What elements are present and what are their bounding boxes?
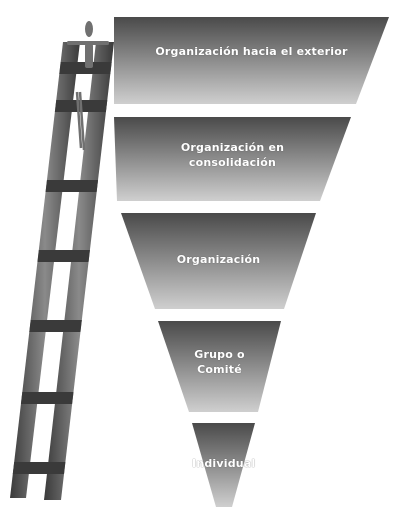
- level-label-organizacion: Organización: [121, 252, 316, 267]
- level-line: Organización en: [180, 141, 285, 154]
- level-label-individual: Individual: [192, 456, 255, 471]
- band-organizacion-exterior: [114, 17, 389, 104]
- level-line: Organización hacia el exterior: [155, 45, 348, 58]
- ladder-rung: [59, 62, 112, 74]
- person-climbing-icon: [67, 21, 109, 151]
- level-line: Comité: [197, 363, 242, 376]
- ladder-rungs: [12, 62, 112, 474]
- ladder-rung: [12, 462, 66, 474]
- level-line: consolidación: [188, 156, 277, 169]
- level-line: Grupo o: [194, 348, 245, 361]
- ladder-rung: [20, 392, 74, 404]
- ladder-rung: [37, 250, 90, 262]
- inverted-pyramid: [114, 17, 389, 507]
- person-body: [85, 44, 93, 68]
- band-grupo-comite: [158, 321, 281, 412]
- level-line: Individual: [192, 457, 256, 470]
- band-individual: [192, 423, 255, 507]
- ladder-icon: [10, 42, 114, 500]
- person-legs: [75, 91, 86, 151]
- level-label-organizacion-consolidacion: Organización en consolidación: [114, 140, 351, 170]
- ladder-rung: [29, 320, 82, 332]
- person-arms: [67, 41, 109, 45]
- band-organizacion-consolidacion: [114, 117, 351, 201]
- ladder-rung: [45, 180, 99, 192]
- level-line: Organización: [176, 253, 261, 266]
- band-organizacion: [121, 213, 316, 309]
- level-label-grupo-comite: Grupo o Comité: [158, 347, 281, 377]
- ladder-right-rail: [44, 42, 114, 500]
- level-label-organizacion-exterior: Organización hacia el exterior: [114, 44, 389, 59]
- ladder-left-rail: [10, 42, 80, 498]
- person-head: [85, 21, 93, 37]
